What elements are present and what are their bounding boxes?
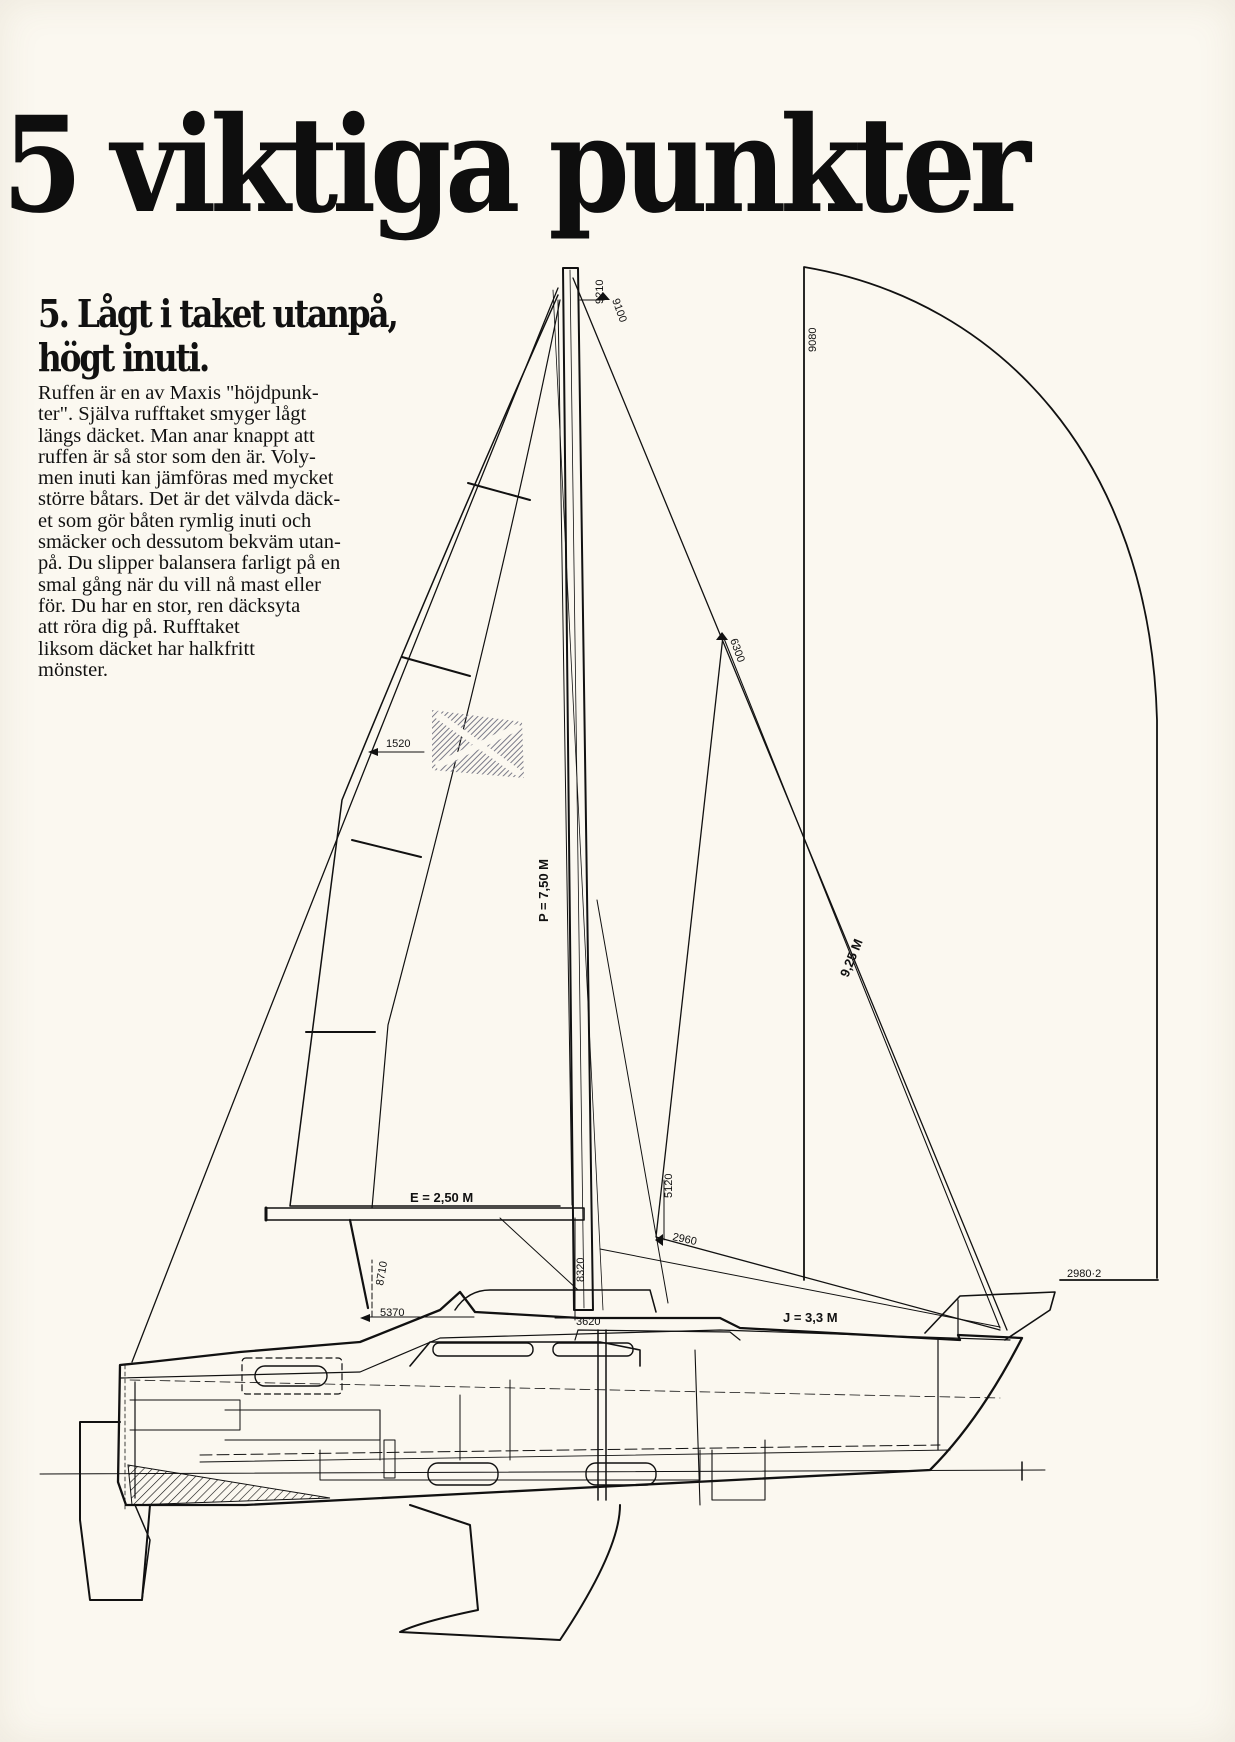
body-line: mönster. — [38, 658, 109, 681]
mast — [562, 267, 594, 1311]
body-line: smal gång när du vill nå mast eller — [38, 573, 321, 596]
dim-3620: 3620 — [576, 1316, 600, 1328]
body-line: liksom däcket har halkfritt — [38, 637, 255, 660]
dim-5370: 5370 — [380, 1307, 404, 1319]
body-line: Ruffen är en av Maxis "höjdpunk- — [38, 382, 319, 404]
keel — [399, 1504, 621, 1641]
dim-e: E = 2,50 M — [410, 1190, 473, 1205]
section-heading-line-2: högt inuti. — [38, 335, 210, 380]
body-line: för. Du har en stor, ren däcksyta — [38, 594, 301, 617]
dim-5120: 5120 — [663, 1174, 675, 1198]
dim-p: P = 7,50 M — [536, 859, 551, 922]
dim-9100: 9100 — [609, 297, 629, 324]
section-heading: 5. Lågt i taket utanpå, högt inuti. — [38, 291, 399, 380]
section-heading-line-1: 5. Lågt i taket utanpå, — [38, 291, 399, 336]
page-title: 5 viktiga punkter — [2, 88, 1031, 243]
dim-8320: 8320 — [575, 1258, 587, 1282]
pulpit — [924, 1291, 1056, 1341]
waterline — [39, 1469, 1046, 1475]
dim-8710: 8710 — [374, 1260, 390, 1286]
dim-forestay: 9,25 M — [837, 937, 866, 979]
body-line: men inuti kan jämföras med mycket — [38, 467, 334, 490]
body-line: ter". Själva rufftaket smyger lågt — [38, 403, 307, 426]
coachroof — [409, 1341, 641, 1367]
body-line: att röra dig på. Rufftaket — [38, 616, 240, 639]
body-paragraph: Ruffen är en av Maxis "höjdpunk- ter". S… — [38, 382, 398, 681]
body-line: smäcker och dessutom bekväm utan- — [38, 531, 341, 554]
maxi-flag — [432, 710, 524, 778]
dim-2980: 2980·2 — [1067, 1268, 1101, 1280]
dim-j: J = 3,3 M — [783, 1310, 838, 1325]
rudder — [134, 1504, 151, 1601]
genoa — [371, 299, 561, 1209]
dim-1520: 1520 — [386, 738, 410, 750]
jib — [655, 635, 1001, 1331]
body-line: på. Du slipper balansera farligt på en — [38, 552, 341, 575]
dim-2960: 2960 — [671, 1231, 697, 1248]
boom — [265, 1207, 585, 1221]
dim-9080: 9080 — [807, 328, 819, 352]
body-line: ruffen är så stor som den är. Voly- — [38, 445, 316, 468]
spinnaker-outline — [803, 266, 1159, 1281]
hull — [116, 1290, 1024, 1507]
dim-9210: 9210 — [594, 280, 606, 304]
body-line: längs däcket. Man anar knappt att — [38, 424, 315, 447]
body-line: större båtars. Det är det välvda däck- — [38, 488, 341, 511]
body-line: et som gör båten rymlig inuti och — [38, 509, 312, 532]
